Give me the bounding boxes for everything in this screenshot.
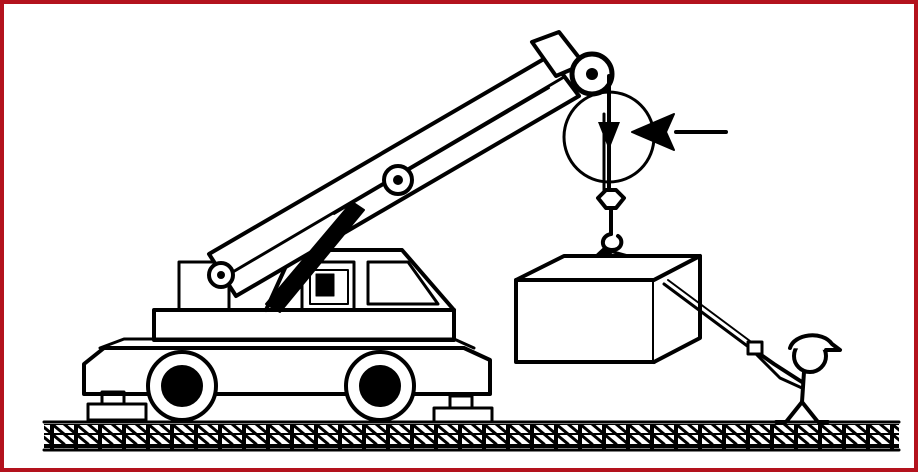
crane-illustration xyxy=(4,4,918,476)
mobile-crane xyxy=(84,250,490,420)
ground-hatching xyxy=(44,422,899,450)
load-box xyxy=(516,256,700,362)
worker-figure xyxy=(748,335,840,422)
pointer-arrow xyxy=(632,114,726,150)
boom xyxy=(209,32,584,312)
hook xyxy=(598,190,624,250)
pulley xyxy=(572,54,612,94)
